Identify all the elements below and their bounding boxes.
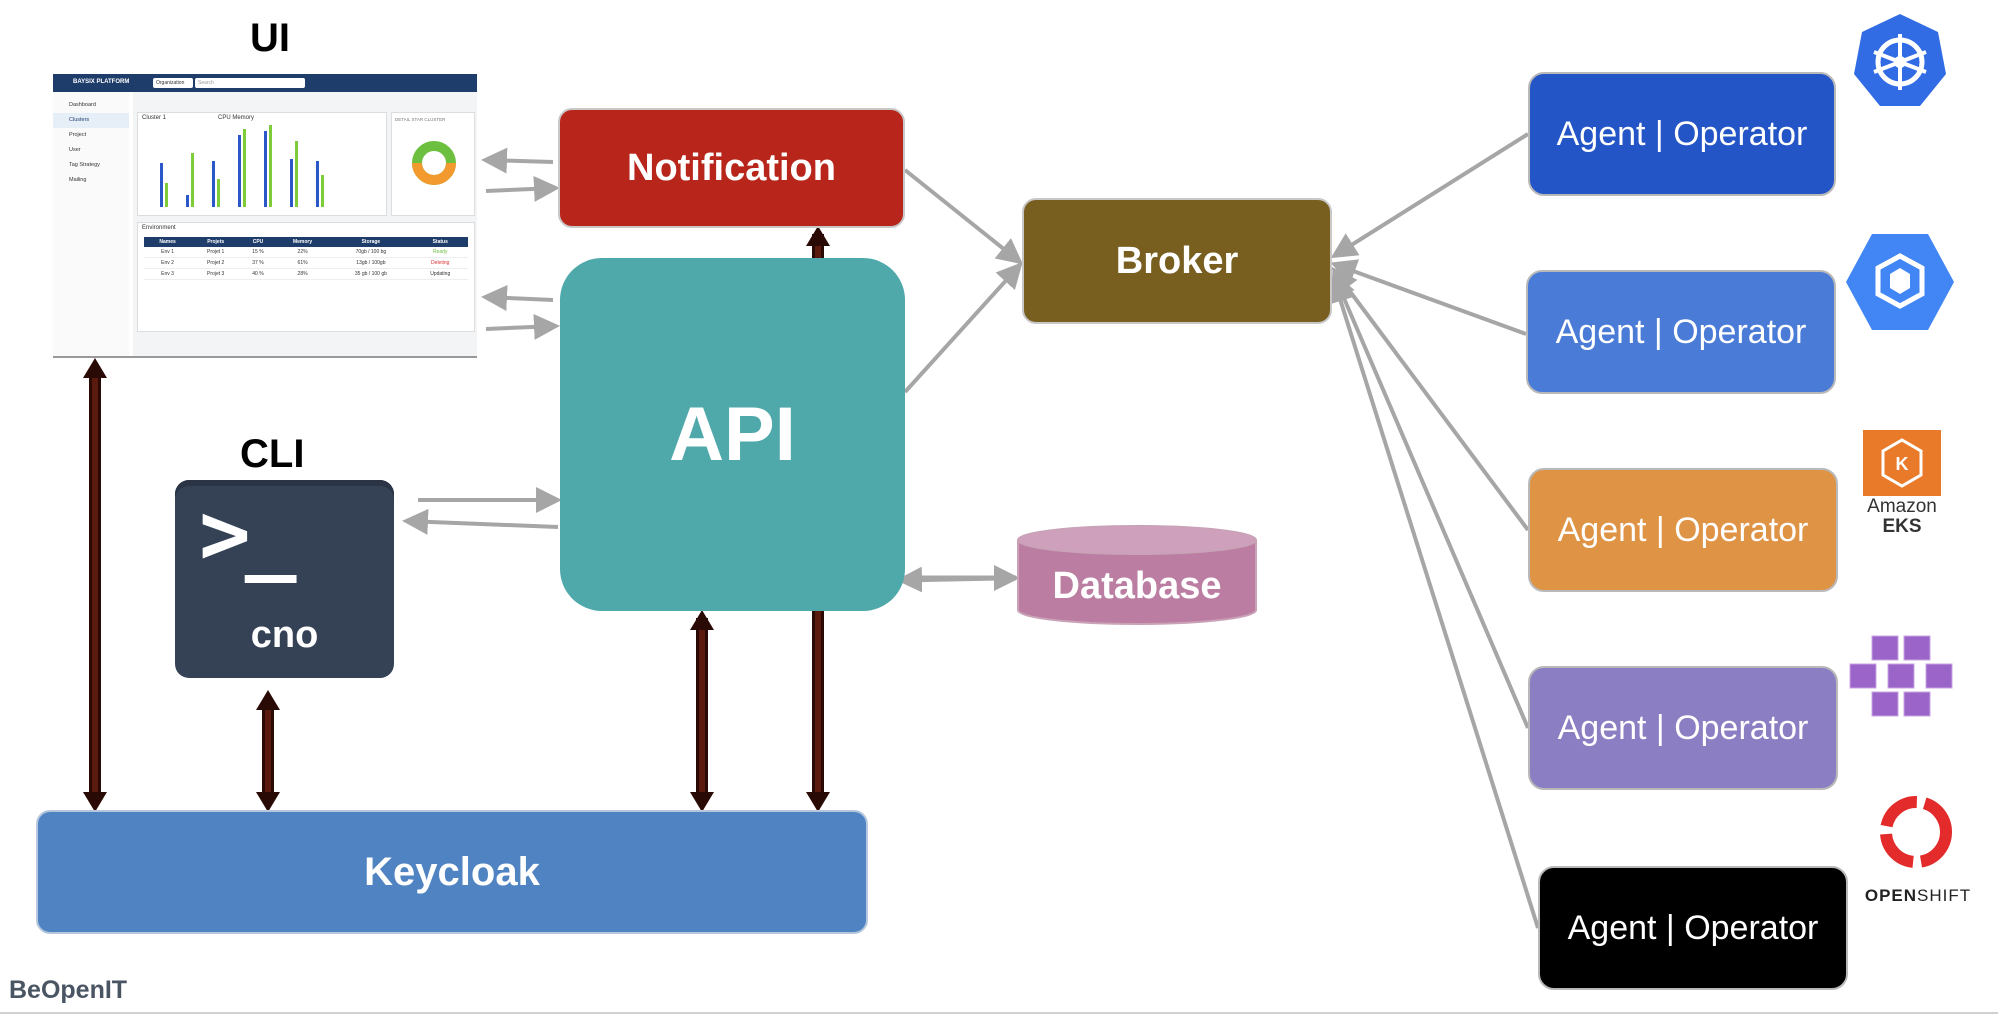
arrow-api-to-ui [481,284,554,311]
openshift-wordmark-bold: OPEN [1864,886,1918,905]
dashboard-donut-panel: DETAIL STAR CLUSTER [391,112,475,216]
arrow-notification-to-ui [481,147,554,174]
agent-operator-gke: Agent | Operator [1526,270,1836,394]
table-cell: 70gb / 100 bg [329,247,413,258]
cli-command: cno [250,614,319,656]
arrow-agent2-to-broker [1330,259,1527,336]
table-cell: 15 % [240,247,276,258]
arrow-database-api [896,566,1001,593]
table-row: Env 2 Projet 2 37 % 61% 13gb / 100gb Del… [144,257,468,269]
dashboard-table-title: Environment [142,225,176,231]
eks-square-icon: K [1863,430,1941,496]
arrow-agent4-to-broker [1330,271,1530,729]
table-header: Storage [329,237,413,247]
table-cell: Projet 3 [191,268,241,280]
table-header: CPU [240,237,276,247]
dashboard-topbar: BAYSIX PLATFORM Organization Search [53,74,477,92]
api-node: API [560,258,905,611]
dashboard-content: Cluster 1 CPU Memory [133,92,477,356]
table-cell: Updating [412,268,468,280]
notification-node: Notification [558,108,905,228]
table-cell: 28% [275,268,330,280]
cli-terminal-icon: >_ cno [175,480,394,678]
table-cell: 40 % [240,268,276,280]
dashboard-bar-chart [160,125,324,207]
table-header: Projets [191,237,241,247]
dashboard-table: Names Projets CPU Memory Storage Status … [144,237,468,280]
table-cell: 13gb / 100gb [329,257,413,269]
eks-label-line2: EKS [1882,516,1922,537]
agent-operator-aks: Agent | Operator [1528,666,1838,790]
table-cell: Env 3 [144,268,192,280]
table-cell: Projet 1 [191,247,241,258]
keycloak-node: Keycloak [36,810,868,934]
dashboard-menu-item: Tag Strategy [69,162,100,168]
arrow-api-to-cli [402,508,559,535]
table-cell: 22% [275,247,330,258]
eks-label-line1: Amazon [1867,496,1937,517]
dashboard-donut-chart [412,141,456,185]
ui-label: UI [250,16,290,60]
table-row: Env 1 Projet 1 15 % 22% 70gb / 100 bg Re… [144,247,468,258]
agent-operator-kubernetes: Agent | Operator [1528,72,1836,196]
arrow-notification-to-broker [903,168,1024,265]
dashboard-chart-subtitle: CPU Memory [218,115,255,121]
broker-node: Broker [1022,198,1332,324]
dashboard-brand: BAYSIX PLATFORM [73,79,130,85]
cli-label: CLI [240,432,305,476]
aks-icon [1849,635,1953,717]
dashboard-menu-item: Clusters [53,113,129,128]
amazon-eks-icon: K Amazon EKS [1862,430,1942,540]
openshift-ring-icon [1880,796,1952,868]
arrow-ui-to-api [485,313,560,340]
arrow-agent3-to-broker [1331,266,1530,532]
database-label: Database [1052,564,1222,607]
dashboard-sidebar: Dashboard Clusters Project User Tag Stra… [53,92,129,356]
arrow-api-to-broker [903,262,1023,394]
dashboard-menu-item: Mailing [69,177,87,183]
dashboard-org-select: Organization [153,78,193,88]
table-cell: Projet 2 [191,257,241,269]
arrow-agent5-to-broker [1328,276,1540,929]
table-cell: Env 1 [144,247,192,258]
dashboard-donut-title: DETAIL STAR CLUSTER [395,117,446,122]
ui-dashboard-preview: BAYSIX PLATFORM Organization Search Dash… [53,74,477,358]
dashboard-chart-title: Cluster 1 [142,115,167,121]
dashboard-menu-item: Project [69,132,87,138]
table-cell: Deleting [412,257,468,269]
kubernetes-icon [1854,14,1946,106]
cli-prompt: >_ [199,484,297,584]
openshift-icon: OPENSHIFT [1862,792,1974,906]
table-header: Memory [275,237,330,247]
dashboard-menu-item: User [69,147,81,153]
footer-divider [0,1012,1998,1014]
table-header: Status [412,237,468,247]
dashboard-table-panel: Environment Names Projets CPU Memory Sto… [137,222,475,332]
arrow-ui-to-notification [485,175,560,202]
table-cell: Env 2 [144,257,192,269]
table-cell: 61% [275,257,330,269]
svg-text:K: K [1896,454,1909,474]
openshift-wordmark-light: SHIFT [1917,886,1972,905]
dashboard-chart-panel: Cluster 1 CPU Memory [137,112,387,216]
dashboard-menu-item: Dashboard [69,102,96,108]
openshift-wordmark: OPENSHIFT [1862,886,1974,906]
table-cell: 37 % [240,257,276,269]
gke-icon [1846,234,1954,330]
arrow-agent1-to-broker [1330,132,1530,259]
footer-brand: BeOpenIT [9,976,128,1004]
table-cell: 35 gb / 100 gb [329,268,413,280]
agent-operator-eks: Agent | Operator [1528,468,1838,592]
table-cell: Ready [412,247,468,258]
dashboard-search: Search [195,78,305,88]
table-header: Names [144,237,192,247]
table-row: Env 3 Projet 3 40 % 28% 35 gb / 100 gb U… [144,268,468,280]
agent-operator-openshift: Agent | Operator [1538,866,1848,990]
database-cylinder [1017,525,1257,625]
